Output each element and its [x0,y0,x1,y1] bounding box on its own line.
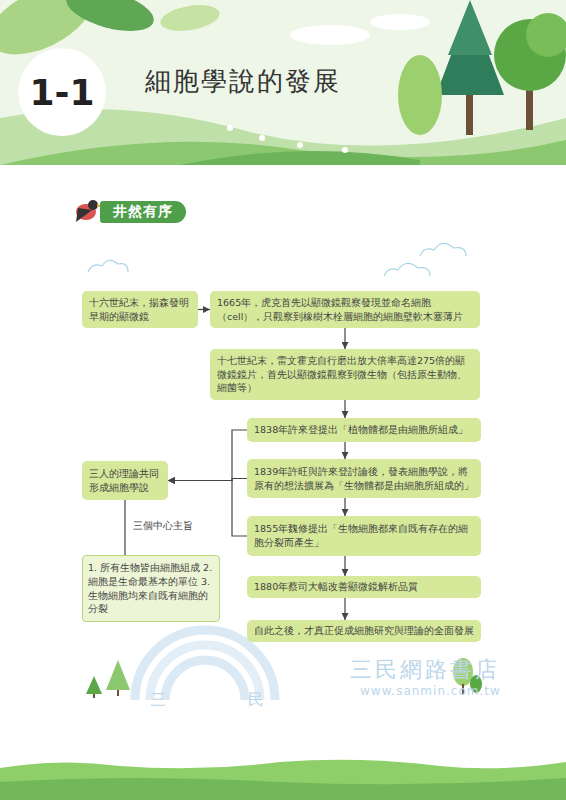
connector-arrow [344,400,345,418]
connector-arrow [198,309,210,310]
bush [398,55,442,135]
process-box: 1665年，虎克首先以顯微鏡觀察發現並命名細胞（cell），只觀察到橡樹木栓層細… [210,291,480,328]
connector-arrow [344,598,345,620]
watermark-text: 民 [248,690,264,711]
pine-tree [448,0,492,55]
hill [180,151,420,165]
connector-arrow [168,430,247,481]
watermark-text: www.sanmin.com.tw [360,684,501,698]
watermark-text: 三民網路書店 [350,655,500,685]
section-tab: 井然有序 [100,201,186,223]
flower [227,125,233,131]
small-tree [86,676,102,694]
cloud-outline [88,260,128,272]
bird-wing [76,208,92,222]
page-title: 細胞學說的發展 [145,64,341,99]
summary-box: 三人的理論共同形成細胞學說 [82,461,168,500]
process-box: 1855年魏修提出「生物細胞都來自既有存在的細胞分裂而產生」 [247,516,481,556]
node-text: 1665年，虎克首先以顯微鏡觀察發現並命名細胞（cell），只觀察到橡樹木栓層細… [217,296,473,324]
cloud [290,25,370,45]
bird-head [88,200,98,210]
node-text: 1. 所有生物皆由細胞組成 2. 細胞是生命最基本的單位 3. 生物細胞均來自既… [88,561,214,616]
cloud-outline [420,243,466,256]
node-text: 1839年許旺與許來登討論後，發表細胞學說，將原有的想法擴展為「生物體都是由細胞… [254,465,474,493]
node-text: 1880年蔡司大幅改善顯微鏡解析品質 [254,580,474,594]
node-text: 三人的理論共同形成細胞學說 [89,467,161,495]
cloud [370,14,430,30]
connector-arrow [168,479,247,481]
node-text: 十七世紀末，雷文霍克自行磨出放大倍率高達275倍的顯微鏡鏡片，首先以顯微鏡觀察到… [217,354,473,395]
process-box: 1839年許旺與許來登討論後，發表細胞學說，將原有的想法擴展為「生物體都是由細胞… [247,459,481,498]
process-box: 十七世紀末，雷文霍克自行磨出放大倍率高達275倍的顯微鏡鏡片，首先以顯微鏡觀察到… [210,349,480,400]
leaf [62,0,158,39]
watermark-text: 三 [150,690,166,711]
process-box: 1880年蔡司大幅改善顯微鏡解析品質 [247,576,481,598]
connector-arrow [344,556,345,576]
node-text: 井然有序 [113,203,173,221]
circle-halo [18,48,106,136]
grass-band [0,760,566,800]
section-number-circle: 1-1 [18,48,106,136]
tree-trunk [93,694,95,698]
flower [259,135,265,141]
node-text: 1855年魏修提出「生物細胞都來自既有存在的細胞分裂而產生」 [254,522,474,550]
note-box: 1. 所有生物皆由細胞組成 2. 細胞是生命最基本的單位 3. 生物細胞均來自既… [82,555,220,622]
process-box: 自此之後，才真正促成細胞研究與理論的全面發展 [247,620,481,642]
banner-sky [0,0,566,165]
flower [342,147,348,153]
cloud-outline [384,263,430,276]
small-tree [106,660,130,690]
connector-arrow [344,498,345,516]
node-text: 1838年許來登提出「植物體都是由細胞所組成」 [254,423,474,437]
watermark-arc [150,645,260,700]
node-text: 十六世紀末，揚森發明早期的顯微鏡 [89,296,191,324]
flower [297,142,303,148]
edge-label: 三個中心主旨 [133,520,193,533]
bird-icon [76,200,102,222]
node-text: 1-1 [29,72,94,113]
connector-arrow [344,328,345,349]
connector-arrow [344,442,345,459]
node-text: 自此之後，才真正促成細胞研究與理論的全面發展 [254,624,474,638]
watermark-arc [165,660,245,700]
connector-arrow [124,500,125,555]
process-box: 1838年許來登提出「植物體都是由細胞所組成」 [247,418,481,442]
process-box: 十六世紀末，揚森發明早期的顯微鏡 [82,291,198,328]
tree-trunk [117,690,119,696]
leaf [158,1,221,35]
grass-band [0,778,566,800]
hill [0,140,566,165]
round-tree [526,13,566,57]
